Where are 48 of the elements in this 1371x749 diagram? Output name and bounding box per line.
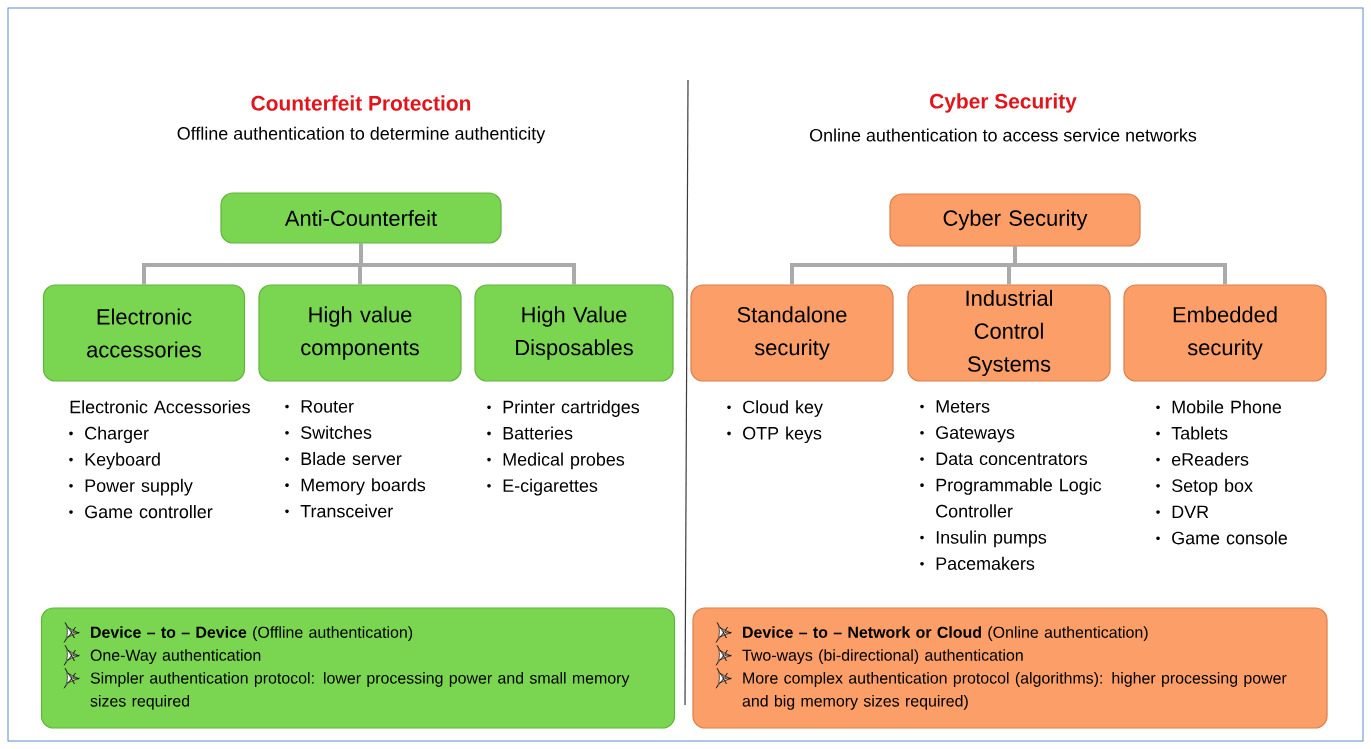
bullet-list: Electronic Accessories Charger Keyboard Power supply Game controller (69, 400, 250, 519)
node-label: Gateways (936, 426, 1015, 443)
section-heading: Counterfeit Protection (251, 95, 471, 111)
node-label: Keyboard (85, 452, 160, 470)
node-label: Medical probes (503, 452, 625, 470)
node-label: Programmable Logic Controller (936, 478, 1102, 518)
node-label: E-cigarettes (503, 478, 598, 496)
summary-box: Device – to – Device (Offline authentication) One-Way authentication Simpler authentication protocol: lower processing power and small memory sizes required (40, 607, 676, 729)
node-label: Charger (85, 426, 149, 444)
category-box: Electronic accessories (42, 284, 246, 382)
summary-box: Device – to – Network or Cloud (Online authentication) Two-ways (bi-directional) authentication More complex authentication protocol (algorithms): higher processing power and big memory sizes required) (692, 607, 1328, 729)
node-label: Electronic Accessories (70, 400, 250, 414)
connector-line (359, 243, 576, 285)
bullet-list: Printer cartridges Batteries Medical probes E-cigarettes (487, 400, 640, 496)
node-label: DVR (1172, 505, 1209, 519)
category-box: High Value Disposables (474, 284, 674, 382)
node-label: Batteries (503, 426, 573, 440)
node-label: Game controller (85, 505, 213, 519)
category-box: Standalone security (690, 284, 894, 382)
node-label: Mobile Phone (1172, 400, 1282, 414)
node-label: Data concentrators (936, 452, 1088, 466)
category-box: Industrial Control Systems (907, 284, 1111, 382)
node-label: Transceiver (300, 504, 393, 518)
category-box: High value components (258, 284, 462, 382)
node-label: Switches (301, 425, 372, 439)
bullet-list: Cloud key OTP keys (727, 400, 823, 444)
connector-line (1013, 246, 1227, 285)
node-label: Power supply (85, 478, 193, 496)
node-label: Tablets (1171, 426, 1228, 440)
node-label: Memory boards (301, 478, 426, 495)
subtitle: Offline authentication to determine authenticity (177, 126, 546, 144)
node-label: Meters (936, 400, 990, 413)
node-label: eReaders (1171, 452, 1249, 466)
root-box: Cyber Security (889, 193, 1141, 247)
node-label: Setop box (1172, 478, 1253, 496)
subtitle: Online authentication to access service networks (810, 128, 1197, 142)
category-box: Embedded security (1123, 284, 1327, 382)
bullet-list: Router Switches Blade server Memory boards Transceiver (285, 400, 426, 518)
node-label: Router (301, 400, 354, 413)
node-label: Game console (1172, 531, 1288, 545)
node-label: Pacemakers (936, 556, 1035, 570)
bullet-list: Mobile Phone Tablets eReaders Setop box DVR Game console (1156, 400, 1287, 545)
node-label: Insulin pumps (936, 530, 1047, 548)
root-box: Anti-Counterfeit (220, 192, 502, 244)
node-label: Printer cartridges (503, 400, 640, 417)
bullet-list: Meters Gateways Data concentrators Programmable Logic Controller Insulin pumps Pacemakers (920, 400, 1102, 570)
section-heading: Cyber Security (930, 93, 1077, 113)
node-label: Blade server (301, 451, 402, 466)
